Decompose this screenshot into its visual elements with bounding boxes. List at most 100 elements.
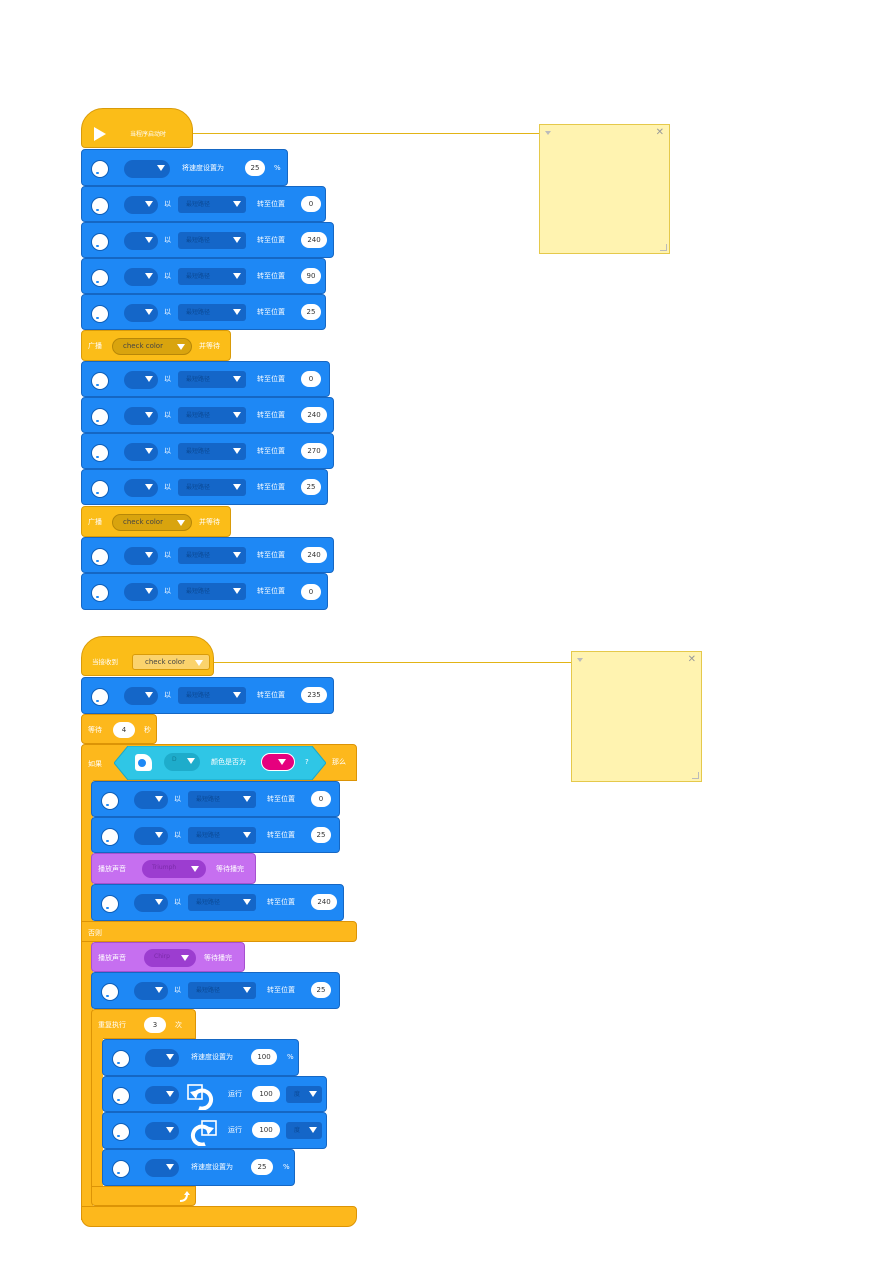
direction-dropdown[interactable]: 最短路径 <box>178 232 246 249</box>
motor-goto-block[interactable]: 以 最短路径 转至位置 25 <box>81 469 328 505</box>
direction-dropdown[interactable]: 最短路径 <box>178 687 246 704</box>
sensor-port-dropdown[interactable]: D <box>164 753 200 771</box>
motor-goto-block[interactable]: 以 最短路径 转至位置 0 <box>81 573 328 610</box>
motor-run-block[interactable]: 运行 100 度 <box>102 1112 327 1149</box>
position-input[interactable]: 90 <box>301 268 321 284</box>
motor-goto-block[interactable]: 以 最短路径 转至位置 25 <box>91 817 340 853</box>
motor-goto-block[interactable]: 以 最短路径 转至位置 240 <box>91 884 344 921</box>
port-dropdown[interactable] <box>124 687 158 705</box>
repeat-times-input[interactable]: 3 <box>144 1017 166 1033</box>
color-picker[interactable] <box>261 753 295 771</box>
set-speed-block[interactable]: 将速度设置为 100 % <box>102 1039 299 1076</box>
set-speed-block[interactable]: 将速度设置为 25 % <box>102 1149 295 1186</box>
port-dropdown[interactable] <box>124 371 158 389</box>
motor-goto-block[interactable]: 以 最短路径 转至位置 90 <box>81 258 326 294</box>
position-input[interactable]: 240 <box>301 232 327 248</box>
repeat-block[interactable]: 重复执行 3 次 <box>91 1009 196 1039</box>
position-input[interactable]: 0 <box>301 584 321 600</box>
port-dropdown[interactable] <box>145 1049 179 1067</box>
port-dropdown[interactable] <box>124 547 158 565</box>
when-program-starts-block[interactable]: 当程序启动时 <box>81 108 193 148</box>
port-dropdown[interactable] <box>124 304 158 322</box>
direction-dropdown[interactable]: 最短路径 <box>178 479 246 496</box>
direction-dropdown[interactable]: 最短路径 <box>178 304 246 321</box>
port-dropdown[interactable] <box>124 443 158 461</box>
direction-dropdown[interactable]: 最短路径 <box>178 407 246 424</box>
motor-run-block[interactable]: 运行 100 度 <box>102 1076 327 1112</box>
close-icon[interactable]: ✕ <box>687 654 696 665</box>
play-sound-until-done-block[interactable]: 播放声音 Triumph 等待播完 <box>91 853 256 884</box>
direction-dropdown[interactable]: 最短路径 <box>178 583 246 600</box>
port-dropdown[interactable] <box>124 479 158 497</box>
speed-input[interactable]: 100 <box>251 1049 277 1065</box>
port-dropdown[interactable] <box>124 196 158 214</box>
close-icon[interactable]: ✕ <box>655 127 664 138</box>
position-input[interactable]: 240 <box>301 407 327 423</box>
motor-goto-block[interactable]: 以 最短路径 转至位置 25 <box>81 294 326 330</box>
comment-note[interactable]: ✕ <box>539 124 670 254</box>
position-input[interactable]: 0 <box>301 196 321 212</box>
motor-goto-block[interactable]: 以 最短路径 转至位置 0 <box>81 361 330 397</box>
unit-dropdown[interactable]: 度 <box>286 1086 322 1103</box>
direction-dropdown[interactable]: 最短路径 <box>188 894 256 911</box>
port-dropdown[interactable] <box>134 894 168 912</box>
motor-goto-block[interactable]: 以 最短路径 转至位置 0 <box>81 186 326 222</box>
broadcast-wait-block[interactable]: 广播 check color 并等待 <box>81 330 231 361</box>
position-input[interactable]: 25 <box>301 479 321 495</box>
direction-dropdown[interactable]: 最短路径 <box>188 791 256 808</box>
play-sound-until-done-block[interactable]: 播放声音 Chirp 等待播完 <box>91 942 245 972</box>
port-dropdown[interactable] <box>124 160 170 178</box>
comment-note[interactable]: ✕ <box>571 651 702 782</box>
port-dropdown[interactable] <box>124 268 158 286</box>
set-speed-block[interactable]: 将速度设置为 25 % <box>81 149 288 186</box>
motor-goto-block[interactable]: 以 最短路径 转至位置 270 <box>81 433 334 469</box>
collapse-icon[interactable] <box>545 131 551 135</box>
position-input[interactable]: 0 <box>301 371 321 387</box>
direction-dropdown[interactable]: 最短路径 <box>178 268 246 285</box>
port-dropdown[interactable] <box>145 1122 179 1140</box>
sound-dropdown[interactable]: Chirp <box>144 949 196 967</box>
port-dropdown[interactable] <box>124 232 158 250</box>
direction-dropdown[interactable]: 最短路径 <box>188 827 256 844</box>
motor-goto-block[interactable]: 以 最短路径 转至位置 240 <box>81 537 334 573</box>
position-input[interactable]: 235 <box>301 687 327 703</box>
message-dropdown[interactable]: check color <box>112 338 192 355</box>
position-input[interactable]: 25 <box>301 304 321 320</box>
port-dropdown[interactable] <box>134 791 168 809</box>
motor-goto-block[interactable]: 以 最短路径 转至位置 0 <box>91 781 340 817</box>
resize-icon[interactable] <box>660 244 667 251</box>
motor-goto-block[interactable]: 以 最短路径 转至位置 25 <box>91 972 340 1009</box>
position-input[interactable]: 25 <box>311 982 331 998</box>
direction-dropdown[interactable]: 最短路径 <box>178 547 246 564</box>
direction-dropdown[interactable]: 最短路径 <box>178 371 246 388</box>
wait-seconds-block[interactable]: 等待 4 秒 <box>81 714 157 744</box>
sound-dropdown[interactable]: Triumph <box>142 860 206 878</box>
port-dropdown[interactable] <box>145 1086 179 1104</box>
speed-input[interactable]: 25 <box>245 160 265 176</box>
speed-input[interactable]: 25 <box>251 1159 273 1175</box>
if-else-block[interactable]: 如果 D 颜色是否为 ? 那么 <box>81 744 357 781</box>
direction-dropdown[interactable]: 最短路径 <box>178 443 246 460</box>
port-dropdown[interactable] <box>124 407 158 425</box>
position-input[interactable]: 270 <box>301 443 327 459</box>
message-dropdown[interactable]: check color <box>132 654 210 670</box>
motor-goto-block[interactable]: 以 最短路径 转至位置 235 <box>81 677 334 714</box>
unit-dropdown[interactable]: 度 <box>286 1122 322 1139</box>
position-input[interactable]: 0 <box>311 791 331 807</box>
motor-goto-block[interactable]: 以 最短路径 转至位置 240 <box>81 397 334 433</box>
position-input[interactable]: 25 <box>311 827 331 843</box>
direction-dropdown[interactable]: 最短路径 <box>178 196 246 213</box>
run-amount-input[interactable]: 100 <box>252 1122 280 1138</box>
port-dropdown[interactable] <box>134 827 168 845</box>
when-receive-block[interactable]: 当接收到 check color <box>81 636 214 676</box>
broadcast-wait-block[interactable]: 广播 check color 并等待 <box>81 506 231 537</box>
seconds-input[interactable]: 4 <box>113 722 135 738</box>
position-input[interactable]: 240 <box>301 547 327 563</box>
port-dropdown[interactable] <box>134 982 168 1000</box>
message-dropdown[interactable]: check color <box>112 514 192 531</box>
collapse-icon[interactable] <box>577 658 583 662</box>
position-input[interactable]: 240 <box>311 894 337 910</box>
port-dropdown[interactable] <box>124 583 158 601</box>
resize-icon[interactable] <box>692 772 699 779</box>
direction-dropdown[interactable]: 最短路径 <box>188 982 256 999</box>
